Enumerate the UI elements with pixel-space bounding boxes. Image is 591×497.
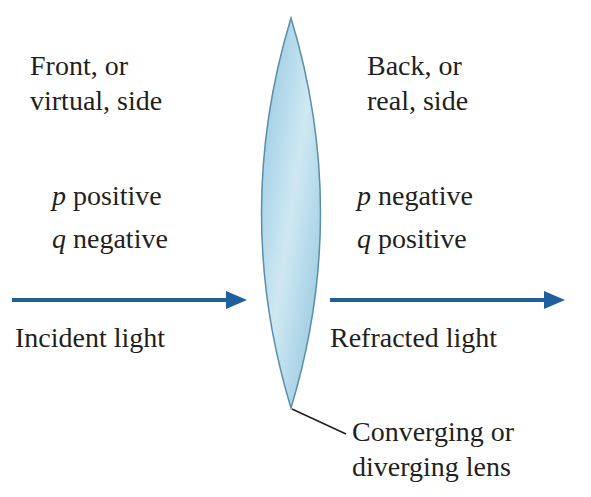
sign-rule: q positive — [357, 221, 467, 256]
sign-rule: p positive — [52, 178, 162, 213]
callout-label: Converging or diverging lens — [352, 414, 586, 484]
arrow-label: Incident light — [15, 320, 165, 355]
leader-line — [292, 409, 346, 434]
sign-rule: q negative — [52, 221, 168, 256]
incident-arrow — [12, 291, 247, 309]
side-label: Front, or virtual, side — [30, 48, 210, 118]
arrow-label: Refracted light — [330, 320, 497, 355]
side-label: Back, or real, side — [367, 48, 507, 118]
lens-shape — [262, 18, 321, 408]
refracted-arrow — [330, 291, 565, 309]
sign-rule: p negative — [357, 178, 473, 213]
